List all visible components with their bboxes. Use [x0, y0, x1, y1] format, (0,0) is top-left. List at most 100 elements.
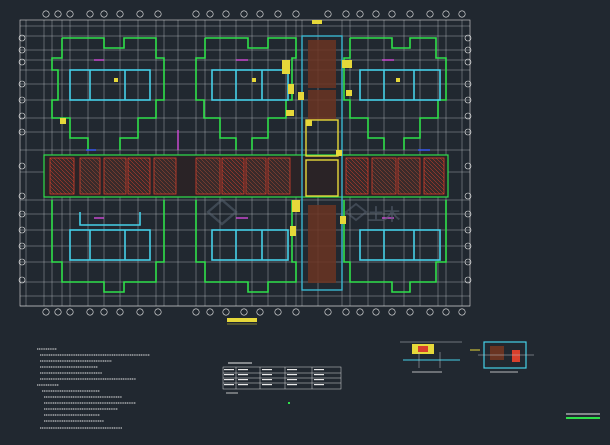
axis-bubble-bottom [388, 308, 396, 316]
hatch-panel [153, 157, 177, 195]
axis-bubble-right [464, 112, 472, 120]
axis-bubble-bottom [222, 308, 230, 316]
table-cell-text [262, 374, 272, 376]
axis-bubble-bottom [154, 308, 162, 316]
axis-bubble-top [116, 10, 124, 18]
axis-bubble-top [342, 10, 350, 18]
slab-marker [396, 78, 400, 82]
scale-bar [566, 413, 600, 419]
axis-bubble-bottom [292, 308, 300, 316]
slab-marker [336, 150, 342, 156]
hatch-panel [345, 157, 369, 195]
axis-bubble-left [18, 226, 26, 234]
axis-bubble-left [18, 58, 26, 66]
axis-bubble-bottom [256, 308, 264, 316]
axis-bubble-left [18, 258, 26, 266]
axis-bubble-right [464, 58, 472, 66]
table-cell-text [314, 374, 324, 376]
axis-bubble-bottom [274, 308, 282, 316]
table-cell-text [262, 384, 272, 386]
axis-bubble-left [18, 34, 26, 42]
dimension-frame [19, 19, 471, 307]
axis-bubble-top [388, 10, 396, 18]
axis-bubble-top [356, 10, 364, 18]
hatched-balcony-panels [49, 157, 445, 195]
axis-bubble-left [18, 276, 26, 284]
svg-text:土木: 土木 [368, 205, 401, 224]
hatch-panel [245, 157, 267, 195]
slab-markers [60, 20, 400, 236]
axis-bubble-bottom [100, 308, 108, 316]
central-core [301, 35, 343, 291]
table-cell-text [262, 379, 272, 381]
origin-marker [288, 402, 290, 404]
table-cell-text [314, 384, 324, 386]
lower-left-unit [51, 200, 165, 293]
axis-bubble-top [100, 10, 108, 18]
slab-marker [312, 20, 322, 24]
axis-bubble-top [66, 10, 74, 18]
table-cell-text [224, 369, 234, 371]
upper-left-unit [51, 37, 165, 150]
axis-bubble-right [464, 46, 472, 54]
axis-bubble-right [464, 242, 472, 250]
lower-middle-unit [195, 200, 297, 293]
table-cell-text [238, 379, 248, 381]
axis-bubble-bottom [458, 308, 466, 316]
table-cell-text [287, 384, 297, 386]
axis-bubbles [18, 10, 472, 316]
hatch-panel [49, 157, 75, 195]
slab-marker [292, 200, 300, 212]
slab-marker [306, 120, 312, 126]
axis-bubble-left [18, 46, 26, 54]
axis-bubble-top [426, 10, 434, 18]
hatch-panel [195, 157, 221, 195]
detail-section-1 [400, 341, 462, 373]
axis-bubble-right [464, 192, 472, 200]
axis-bubble-top [42, 10, 50, 18]
floor-plan: 土木 [43, 20, 449, 293]
table-cell-text [287, 369, 297, 371]
table-cell-text [314, 369, 324, 371]
table-cell-text [224, 374, 234, 376]
axis-bubble-right [464, 128, 472, 136]
axis-bubble-top [458, 10, 466, 18]
axis-bubble-right [464, 226, 472, 234]
axis-bubble-left [18, 112, 26, 120]
table-cell-text [238, 384, 248, 386]
axis-bubble-left [18, 80, 26, 88]
axis-bubble-top [256, 10, 264, 18]
hatch-panel [79, 157, 101, 195]
table-cell-text [287, 379, 297, 381]
axis-bubble-right [464, 80, 472, 88]
axis-bubble-bottom [442, 308, 450, 316]
axis-bubble-bottom [116, 308, 124, 316]
axis-bubble-bottom [372, 308, 380, 316]
schedule-table [222, 362, 342, 394]
schedule-table-text [224, 369, 324, 386]
axis-bubble-left [18, 192, 26, 200]
hatch-panel [371, 157, 397, 195]
table-cell-text [262, 369, 272, 371]
hatch-panel [127, 157, 151, 195]
axis-bubble-top [54, 10, 62, 18]
slab-marker [60, 118, 66, 124]
axis-bubble-bottom [342, 308, 350, 316]
accent-marks [86, 59, 430, 219]
hatch-panel [103, 157, 127, 195]
axis-bubble-top [372, 10, 380, 18]
axis-bubble-top [206, 10, 214, 18]
axis-bubble-bottom [324, 308, 332, 316]
axis-bubble-bottom [54, 308, 62, 316]
slab-marker [288, 84, 294, 94]
axis-bubble-left [18, 242, 26, 250]
plan-title-bar [227, 318, 257, 322]
axis-bubble-bottom [426, 308, 434, 316]
axis-bubble-left [18, 96, 26, 104]
table-cell-text [224, 379, 234, 381]
axis-bubble-bottom [42, 308, 50, 316]
axis-bubble-top [406, 10, 414, 18]
slab-marker [286, 110, 294, 116]
axis-bubble-right [464, 162, 472, 170]
